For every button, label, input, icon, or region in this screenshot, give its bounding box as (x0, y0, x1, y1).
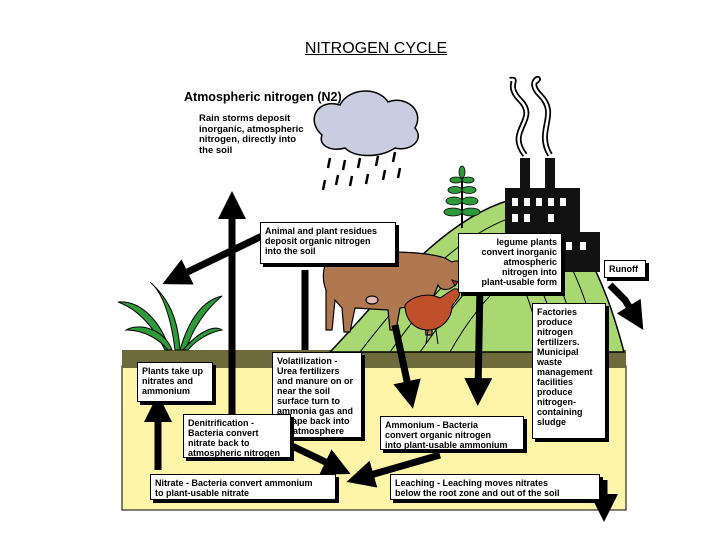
atmospheric-nitrogen-label: Atmospheric nitrogen (N2) (184, 90, 342, 104)
nitrate-box: Nitrate - Bacteria convert ammonium to p… (150, 474, 336, 500)
rain-drops (323, 152, 400, 190)
smoke (510, 79, 550, 155)
leafy-plant (118, 282, 222, 350)
arrow-runoff (610, 285, 636, 318)
runoff-box: Runoff (604, 260, 646, 278)
denitrification-box: Denitrification - Bacteria convert nitra… (183, 414, 291, 458)
diagram-title: NITROGEN CYCLE (0, 40, 720, 58)
factories-box: Factories produce nitrogen fertilizers. … (532, 303, 606, 439)
plants-take-up-box: Plants take up nitrates and ammonium (137, 362, 213, 402)
arrow-hill-to-soil (478, 285, 480, 392)
legume-box: legume plants convert inorganic atmosphe… (458, 233, 562, 293)
rain-label: Rain storms deposit inorganic, atmospher… (199, 114, 304, 156)
arrow-residues-to-plant (175, 236, 262, 278)
residues-box: Animal and plant residues deposit organi… (260, 222, 396, 264)
ammonium-box: Ammonium - Bacteria convert organic nitr… (380, 416, 524, 450)
leaching-box: Leaching - Leaching moves nitrates below… (390, 474, 600, 500)
